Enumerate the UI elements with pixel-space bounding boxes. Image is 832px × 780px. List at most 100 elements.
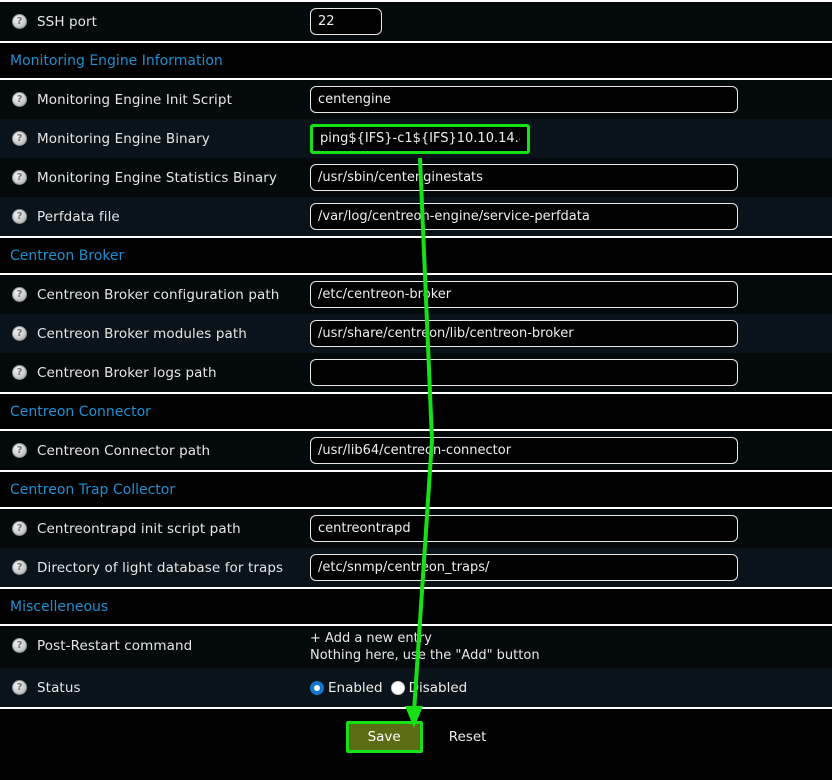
help-icon[interactable]: ?: [12, 14, 27, 29]
row-field-post-restart-command: + Add a new entry Nothing here, use the …: [310, 626, 832, 668]
row-centreon-broker-modules-path: ? Centreon Broker modules path: [0, 314, 832, 353]
section-title-miscelleneous: Miscelleneous: [10, 598, 109, 615]
section-title-monitoring-engine-information: Monitoring Engine Information: [10, 52, 223, 69]
radio-enabled-icon[interactable]: [310, 680, 324, 695]
centreon-broker-configuration-path-input[interactable]: [310, 281, 738, 308]
monitoring-engine-statistics-binary-input[interactable]: [310, 164, 738, 191]
help-icon[interactable]: ?: [12, 131, 27, 146]
label-ssh-port: SSH port: [37, 13, 98, 30]
row-field-monitoring-engine-init-script: [310, 80, 832, 119]
row-label-centreon-connector-path: ? Centreon Connector path: [0, 431, 310, 470]
help-icon[interactable]: ?: [12, 209, 27, 224]
help-icon[interactable]: ?: [12, 443, 27, 458]
row-field-status: Enabled Disabled: [310, 668, 832, 707]
row-label-ssh-port: ? SSH port: [0, 2, 310, 41]
label-monitoring-engine-statistics-binary: Monitoring Engine Statistics Binary: [37, 169, 277, 186]
row-post-restart-command: ? Post-Restart command + Add a new entry…: [0, 626, 832, 668]
section-header-centreon-connector: Centreon Connector: [0, 394, 832, 431]
status-option-disabled[interactable]: Disabled: [390, 679, 468, 696]
help-icon[interactable]: ?: [12, 92, 27, 107]
centreon-connector-path-input[interactable]: [310, 437, 738, 464]
row-label-directory-of-light-database-for-traps: ? Directory of light database for traps: [0, 548, 310, 587]
help-icon[interactable]: ?: [12, 326, 27, 341]
label-directory-of-light-database-for-traps: Directory of light database for traps: [37, 559, 284, 576]
row-label-centreon-broker-logs-path: ? Centreon Broker logs path: [0, 353, 310, 392]
row-field-monitoring-engine-statistics-binary: [310, 158, 832, 197]
add-new-entry-link[interactable]: + Add a new entry: [310, 631, 432, 646]
post-restart-empty-text: Nothing here, use the "Add" button: [310, 648, 540, 663]
help-icon[interactable]: ?: [12, 521, 27, 536]
row-directory-of-light-database-for-traps: ? Directory of light database for traps: [0, 548, 832, 587]
label-centreontrapd-init-script-path: Centreontrapd init script path: [37, 520, 241, 537]
label-centreon-broker-configuration-path: Centreon Broker configuration path: [37, 286, 280, 303]
centreontrapd-init-script-path-input[interactable]: [310, 515, 738, 542]
row-label-post-restart-command: ? Post-Restart command: [0, 626, 310, 665]
help-icon[interactable]: ?: [12, 170, 27, 185]
centreon-broker-logs-path-input[interactable]: [310, 359, 738, 386]
reset-button[interactable]: Reset: [448, 728, 487, 745]
section-title-centreon-broker: Centreon Broker: [10, 247, 125, 264]
row-label-centreontrapd-init-script-path: ? Centreontrapd init script path: [0, 509, 310, 548]
post-restart-entries: + Add a new entry Nothing here, use the …: [310, 626, 540, 668]
row-field-directory-of-light-database-for-traps: [310, 548, 832, 587]
radio-enabled-label: Enabled: [328, 679, 383, 696]
row-field-centreon-broker-logs-path: [310, 353, 832, 392]
centreon-broker-modules-path-input[interactable]: [310, 320, 738, 347]
perfdata-file-input[interactable]: [310, 203, 738, 230]
help-icon[interactable]: ?: [12, 365, 27, 380]
row-label-monitoring-engine-binary: ? Monitoring Engine Binary: [0, 119, 310, 158]
row-centreon-broker-configuration-path: ? Centreon Broker configuration path: [0, 275, 832, 314]
save-button[interactable]: Save: [345, 720, 423, 753]
row-field-centreontrapd-init-script-path: [310, 509, 832, 548]
row-status: ? Status Enabled Disabled: [0, 668, 832, 707]
row-field-monitoring-engine-binary: [310, 119, 832, 158]
row-field-ssh-port: [310, 2, 832, 41]
help-icon[interactable]: ?: [12, 287, 27, 302]
row-label-centreon-broker-modules-path: ? Centreon Broker modules path: [0, 314, 310, 353]
section-header-monitoring-engine-information: Monitoring Engine Information: [0, 43, 832, 80]
label-perfdata-file: Perfdata file: [37, 208, 120, 225]
help-icon[interactable]: ?: [12, 638, 27, 653]
form-footer: Save Reset: [0, 709, 832, 764]
row-label-monitoring-engine-statistics-binary: ? Monitoring Engine Statistics Binary: [0, 158, 310, 197]
row-monitoring-engine-init-script: ? Monitoring Engine Init Script: [0, 80, 832, 119]
directory-of-light-database-for-traps-input[interactable]: [310, 554, 738, 581]
row-centreon-connector-path: ? Centreon Connector path: [0, 431, 832, 470]
row-perfdata-file: ? Perfdata file: [0, 197, 832, 236]
label-monitoring-engine-init-script: Monitoring Engine Init Script: [37, 91, 232, 108]
row-label-perfdata-file: ? Perfdata file: [0, 197, 310, 236]
divider-after-ssh-port: [0, 41, 832, 43]
radio-disabled-icon[interactable]: [390, 680, 405, 695]
status-option-enabled[interactable]: Enabled: [310, 680, 383, 696]
row-field-centreon-connector-path: [310, 431, 832, 470]
monitoring-engine-init-script-input[interactable]: [310, 86, 738, 113]
label-centreon-broker-logs-path: Centreon Broker logs path: [37, 364, 217, 381]
label-status: Status: [37, 679, 81, 696]
section-title-centreon-trap-collector: Centreon Trap Collector: [10, 481, 176, 498]
help-icon[interactable]: ?: [12, 560, 27, 575]
label-centreon-connector-path: Centreon Connector path: [37, 442, 211, 459]
section-title-centreon-connector: Centreon Connector: [10, 403, 151, 420]
label-monitoring-engine-binary: Monitoring Engine Binary: [37, 130, 210, 147]
row-monitoring-engine-binary: ? Monitoring Engine Binary: [0, 119, 832, 158]
section-header-centreon-broker: Centreon Broker: [0, 238, 832, 275]
section-header-miscelleneous: Miscelleneous: [0, 589, 832, 626]
row-field-perfdata-file: [310, 197, 832, 236]
section-header-centreon-trap-collector: Centreon Trap Collector: [0, 472, 832, 509]
row-field-centreon-broker-modules-path: [310, 314, 832, 353]
label-centreon-broker-modules-path: Centreon Broker modules path: [37, 325, 247, 342]
row-label-centreon-broker-configuration-path: ? Centreon Broker configuration path: [0, 275, 310, 314]
divider-top: [0, 0, 832, 2]
radio-disabled-label: Disabled: [408, 679, 468, 696]
row-monitoring-engine-statistics-binary: ? Monitoring Engine Statistics Binary: [0, 158, 832, 197]
ssh-port-input[interactable]: [310, 8, 382, 35]
row-field-centreon-broker-configuration-path: [310, 275, 832, 314]
row-label-status: ? Status: [0, 668, 310, 707]
help-icon[interactable]: ?: [12, 680, 27, 695]
row-centreontrapd-init-script-path: ? Centreontrapd init script path: [0, 509, 832, 548]
monitoring-engine-binary-input[interactable]: [310, 123, 530, 154]
row-label-monitoring-engine-init-script: ? Monitoring Engine Init Script: [0, 80, 310, 119]
label-post-restart-command: Post-Restart command: [37, 637, 193, 654]
status-radio-group: Enabled Disabled: [310, 680, 471, 696]
